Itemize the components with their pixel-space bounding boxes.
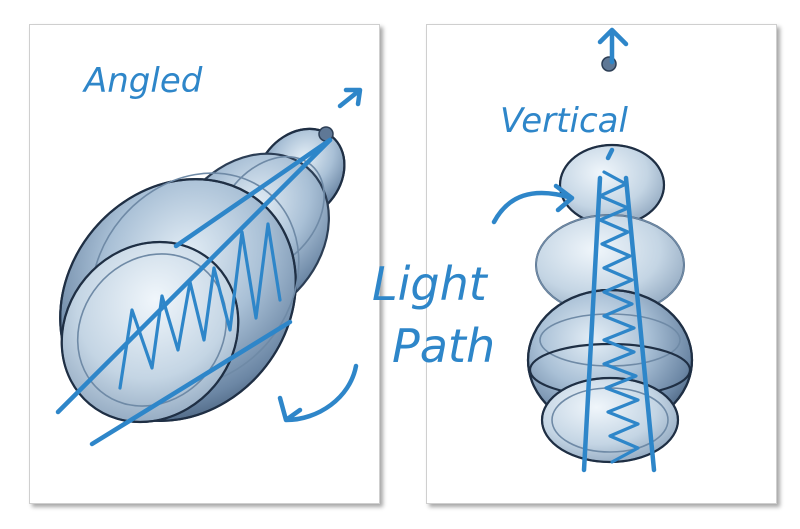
angled-lower-ray <box>89 319 293 447</box>
vertical-glass-piece <box>526 56 694 464</box>
vertical-right-ray <box>623 175 657 473</box>
vertical-zigzag <box>598 170 640 464</box>
angled-mid-ray <box>173 137 333 249</box>
angled-zigzag <box>118 222 282 390</box>
center-label-path: Path <box>392 319 495 373</box>
angled-arrow-up-right <box>337 87 363 109</box>
angled-glass-piece <box>59 126 346 424</box>
vertical-left-ray <box>581 175 603 473</box>
vertical-light-path <box>491 27 657 473</box>
center-label-light: Light <box>372 257 489 311</box>
vertical-curved-arrow <box>491 183 575 225</box>
vertical-top-tick <box>605 147 615 161</box>
vertical-arrow-up <box>597 27 629 65</box>
angled-curved-arrow <box>277 363 359 423</box>
angled-upper-ray <box>55 137 333 415</box>
angled-light-path <box>55 87 363 447</box>
panel-label-angled: Angled <box>82 61 203 101</box>
panel-label-vertical: Vertical <box>500 101 628 141</box>
